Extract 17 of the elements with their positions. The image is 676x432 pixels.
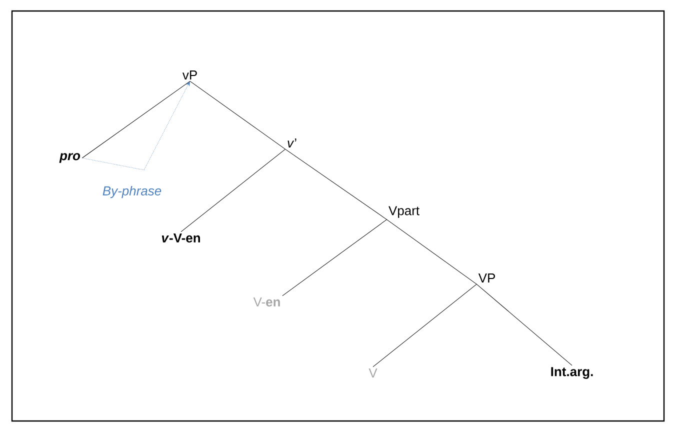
tree-label: VP — [478, 274, 495, 282]
edge-label: By-phrase — [102, 186, 162, 198]
tree-branch — [190, 80, 286, 150]
tree-label: V — [368, 368, 378, 378]
tree-label: v’ — [288, 138, 296, 148]
tree-branch — [372, 284, 477, 368]
tree-label: v-V-en — [162, 233, 200, 243]
tree-label: Vpart — [388, 206, 420, 218]
tree-label: pro — [59, 153, 80, 163]
tree-label: V-en — [253, 297, 280, 307]
tree-label: vP — [182, 70, 197, 80]
tree-branch — [386, 219, 477, 284]
tree-label: Int.arg. — [551, 367, 593, 379]
tree-branch — [285, 148, 388, 220]
tree-branch — [180, 148, 286, 232]
tree-branch — [476, 284, 572, 366]
tree-branch — [282, 219, 388, 296]
